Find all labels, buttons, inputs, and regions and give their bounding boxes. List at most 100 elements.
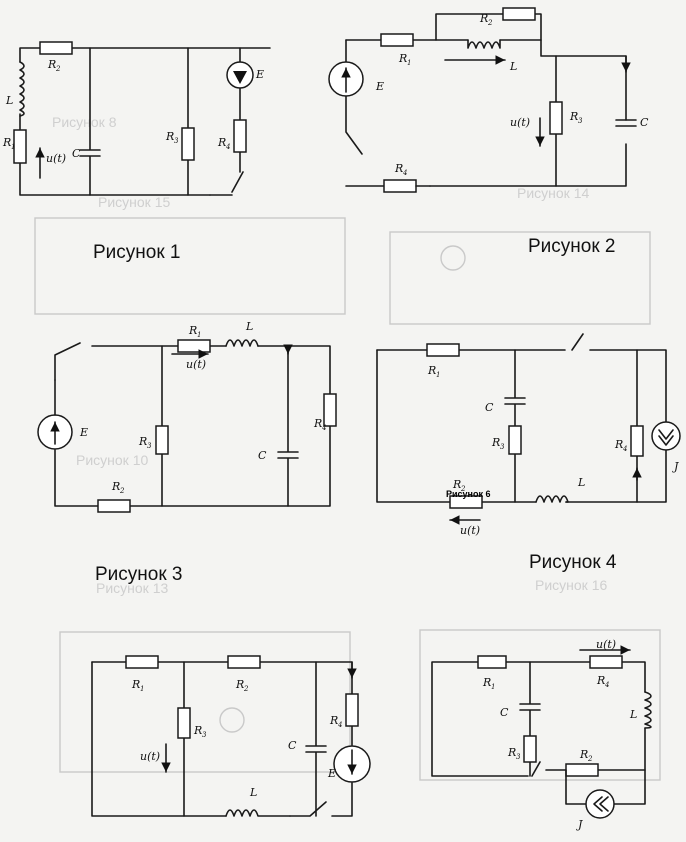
label-r4-sub: 4 bbox=[225, 143, 230, 151]
bleed-caption: Рисунок 8 bbox=[52, 114, 117, 130]
resistor-r4 bbox=[630, 425, 644, 457]
label-e: E bbox=[375, 80, 384, 93]
label-r2-sub: 2 bbox=[243, 685, 249, 693]
label-j: J bbox=[576, 818, 583, 831]
figure-4-circuit: R 1 C R 3 R 4 J R 2 L u(t) Рисунок 6 Рис… bbox=[376, 333, 681, 573]
figure-1-caption: Рисунок 1 bbox=[93, 242, 181, 263]
label-r3: R bbox=[507, 746, 516, 759]
label-e: E bbox=[79, 426, 88, 439]
label-r4-sub: 4 bbox=[604, 681, 609, 689]
figure-2-circuit: R 1 R 2 L E u(t) R 3 C R 4 Рисунок 2 bbox=[328, 7, 649, 257]
label-r1-sub: 1 bbox=[140, 685, 144, 693]
label-c: C bbox=[500, 706, 509, 719]
label-r4: R bbox=[313, 417, 322, 430]
label-c: C bbox=[72, 147, 81, 160]
resistor-r4 bbox=[233, 119, 247, 153]
label-u: u(t) bbox=[596, 638, 616, 651]
bleed-through-traces: Рисунок 8 Рисунок 15 Рисунок 14 Рисунок … bbox=[34, 114, 661, 781]
label-l: L bbox=[629, 708, 637, 721]
label-r2: R bbox=[452, 478, 461, 491]
label-c: C bbox=[258, 449, 267, 462]
resistor-r2 bbox=[449, 495, 483, 509]
label-r1-sub: 1 bbox=[491, 683, 495, 691]
label-u: u(t) bbox=[140, 750, 160, 763]
label-r4-sub: 4 bbox=[321, 424, 326, 432]
label-e: E bbox=[255, 68, 264, 81]
label-l: L bbox=[249, 786, 257, 799]
source-j bbox=[651, 421, 681, 451]
label-r1: R bbox=[188, 324, 197, 337]
label-r1: R bbox=[427, 364, 436, 377]
label-r3: R bbox=[491, 436, 500, 449]
label-r1: R bbox=[2, 136, 11, 149]
label-r1-sub: 1 bbox=[11, 143, 15, 151]
label-u: u(t) bbox=[510, 116, 530, 129]
label-r2: R bbox=[111, 480, 120, 493]
label-r1: R bbox=[131, 678, 140, 691]
figure-2-caption: Рисунок 2 bbox=[528, 236, 616, 257]
label-u: u(t) bbox=[460, 524, 480, 537]
label-l: L bbox=[245, 320, 253, 333]
resistor-r2 bbox=[502, 7, 536, 21]
label-r2-sub: 2 bbox=[587, 755, 593, 763]
label-r3-sub: 3 bbox=[516, 753, 521, 761]
label-c: C bbox=[485, 401, 494, 414]
bleed-caption: Рисунок 14 bbox=[517, 185, 589, 201]
label-r3: R bbox=[193, 724, 202, 737]
label-r4: R bbox=[329, 714, 338, 727]
label-c: C bbox=[288, 739, 297, 752]
label-l: L bbox=[5, 94, 13, 107]
resistor-r3 bbox=[181, 127, 195, 161]
resistor-r3 bbox=[177, 707, 191, 739]
label-r2-sub: 2 bbox=[487, 19, 493, 27]
label-r4-sub: 4 bbox=[337, 721, 342, 729]
label-r3-sub: 3 bbox=[578, 117, 583, 125]
resistor-r1 bbox=[125, 655, 159, 669]
label-r2-sub: 2 bbox=[55, 65, 61, 73]
label-r1-sub: 1 bbox=[436, 371, 440, 379]
figure-3-circuit: R 1 L u(t) E R 3 C R 4 R 2 Рисунок 3 bbox=[37, 320, 337, 585]
resistor-r1 bbox=[380, 33, 414, 47]
resistor-r4 bbox=[345, 693, 359, 727]
label-r2: R bbox=[579, 748, 588, 761]
resistor-r3 bbox=[523, 735, 537, 763]
label-r1-sub: 1 bbox=[407, 59, 411, 67]
resistor-r2 bbox=[565, 763, 599, 777]
label-r2: R bbox=[47, 58, 56, 71]
bleed-caption: Рисунок 16 bbox=[535, 577, 607, 593]
resistor-r1 bbox=[426, 343, 460, 357]
resistor-r3 bbox=[549, 101, 563, 135]
figure-6-circuit: u(t) R 1 R 4 C L R 3 R 2 J bbox=[431, 638, 652, 831]
resistor-r2 bbox=[39, 41, 73, 55]
label-r4-sub: 4 bbox=[622, 445, 627, 453]
label-r4: R bbox=[614, 438, 623, 451]
label-r2-sub: 2 bbox=[460, 485, 466, 493]
label-u: u(t) bbox=[186, 358, 206, 371]
label-l: L bbox=[509, 60, 517, 73]
figure-5-circuit: R 1 R 2 u(t) R 3 C R 4 E L bbox=[91, 655, 371, 817]
resistor-r4 bbox=[323, 393, 337, 427]
label-e: E bbox=[327, 767, 336, 780]
figure-1-circuit: L R 1 R 2 C R 3 R 4 E u(t) Рисунок 1 bbox=[2, 41, 271, 263]
label-r1-sub: 1 bbox=[197, 331, 201, 339]
label-r3-sub: 3 bbox=[500, 443, 505, 451]
label-r4-sub: 4 bbox=[402, 169, 407, 177]
label-r2: R bbox=[479, 12, 488, 25]
label-u: u(t) bbox=[46, 152, 66, 165]
resistor-r4 bbox=[383, 179, 417, 193]
label-r4: R bbox=[394, 162, 403, 175]
resistor-r2 bbox=[97, 499, 131, 513]
resistor-r3 bbox=[155, 425, 169, 455]
resistor-r4 bbox=[589, 655, 623, 669]
bleed-caption: Рисунок 15 bbox=[98, 194, 170, 210]
label-r3-sub: 3 bbox=[202, 731, 207, 739]
label-r1: R bbox=[398, 52, 407, 65]
label-r4: R bbox=[217, 136, 226, 149]
label-r3: R bbox=[569, 110, 578, 123]
overlay-caption: Рисунок 6 bbox=[446, 489, 491, 499]
label-r4: R bbox=[596, 674, 605, 687]
resistor-r1 bbox=[177, 339, 211, 353]
label-r2-sub: 2 bbox=[119, 487, 125, 495]
